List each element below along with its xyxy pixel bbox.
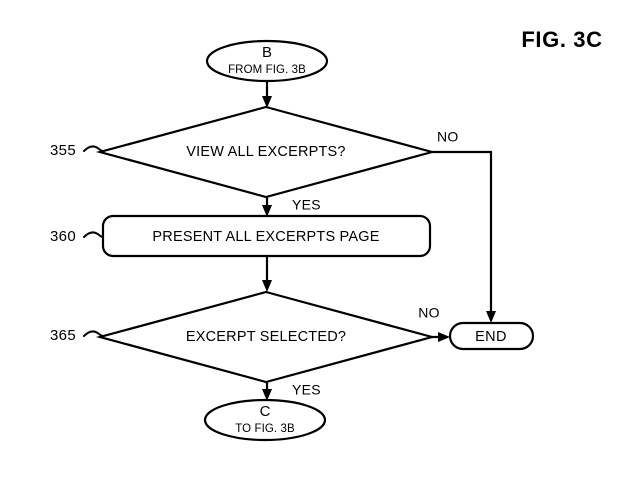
edge-entry-to-decision-355 (262, 81, 272, 108)
exit-connector-sublabel: TO FIG. 3B (235, 423, 295, 435)
decision-365-text: EXCERPT SELECTED? (186, 329, 346, 345)
branch-label-365-no: NO (418, 305, 440, 321)
edge-decision-355-yes-to-process-360 (262, 197, 272, 217)
arrowhead-down (262, 205, 272, 217)
terminal-end-label: END (475, 329, 507, 345)
branch-label-355-no: NO (437, 129, 459, 145)
terminal-node-end (448, 321, 535, 351)
entry-connector-node (205, 39, 329, 83)
process-node-360 (101, 214, 432, 258)
reference-number-365: 365 (50, 327, 76, 344)
decision-node-355 (95, 105, 437, 199)
exit-connector-node (203, 398, 327, 442)
branch-label-365-yes: YES (292, 382, 321, 398)
exit-connector-label: C (260, 403, 271, 420)
reference-number-360: 360 (50, 228, 76, 245)
arrowhead-down (486, 311, 496, 323)
edge-process-360-to-decision-365 (262, 256, 272, 292)
decision-355-text: VIEW ALL EXCERPTS? (186, 144, 345, 160)
edge-decision-365-yes-to-exit (262, 382, 272, 401)
entry-connector-label: B (262, 44, 272, 61)
arrowhead-down (262, 96, 272, 108)
process-360-text: PRESENT ALL EXCERPTS PAGE (152, 229, 379, 245)
arrowhead-right (438, 332, 450, 342)
branch-label-355-yes: YES (292, 197, 321, 213)
edge-decision-355-no-to-end (432, 150, 496, 323)
decision-node-365 (95, 290, 437, 384)
reference-number-355: 355 (50, 142, 76, 159)
arrowhead-down (262, 280, 272, 292)
figure-title: FIG. 3C (521, 27, 602, 52)
entry-connector-sublabel: FROM FIG. 3B (228, 64, 306, 76)
arrowhead-down (262, 389, 272, 401)
